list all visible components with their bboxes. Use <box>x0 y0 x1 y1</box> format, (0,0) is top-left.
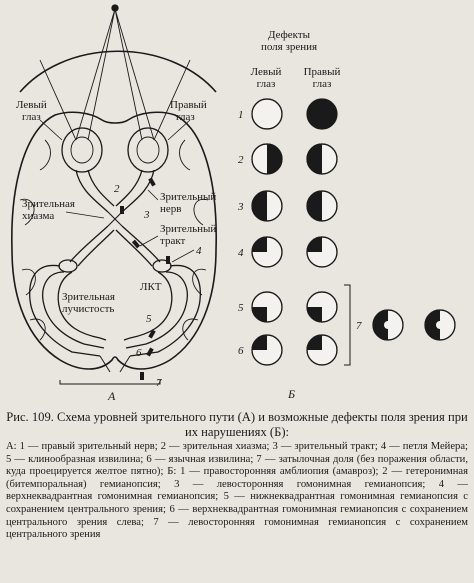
field-right-eye-row-5 <box>306 291 338 323</box>
field-left-eye-row-7 <box>372 309 404 341</box>
figure-caption: Рис. 109. Схема уровней зрительного пути… <box>6 410 468 542</box>
field-left-eye-row-5 <box>251 291 283 323</box>
row-number-7: 7 <box>356 320 362 332</box>
caption-title: Рис. 109. Схема уровней зрительного пути… <box>6 410 468 439</box>
row-number-1: 1 <box>238 109 244 121</box>
marker-5: 5 <box>146 313 152 325</box>
field-left-eye-row-6 <box>251 334 283 366</box>
right-eyeball <box>127 127 169 173</box>
row-number-3: 3 <box>237 201 244 213</box>
panel-a-letter: А <box>107 389 116 403</box>
row-number-4: 4 <box>238 247 244 259</box>
row-number-5: 5 <box>238 302 244 314</box>
marker-7: 7 <box>156 377 162 389</box>
defect-grid: 1 2 3 4 5 6 7 <box>237 98 456 366</box>
field-right-eye-row-4 <box>306 236 338 268</box>
left-eyeball <box>61 127 103 173</box>
row-number-6: 6 <box>238 345 244 357</box>
marker-6: 6 <box>136 347 142 359</box>
lesion-markers <box>120 177 170 380</box>
marker-4: 4 <box>196 245 202 257</box>
field-right-eye-row-3 <box>306 190 338 222</box>
field-right-eye-row-6 <box>306 334 338 366</box>
caption-body: А: 1 — правый зрительный нерв; 2 — зрите… <box>6 441 468 541</box>
field-left-eye-row-1 <box>251 98 283 130</box>
brain-schematic <box>11 4 217 385</box>
visual-field-arc <box>19 50 217 93</box>
row-number-2: 2 <box>238 154 244 166</box>
field-right-eye-row-1 <box>306 98 338 130</box>
panel-b-letter: Б <box>287 387 295 401</box>
field-left-eye-row-3 <box>251 190 283 222</box>
field-right-eye-row-2 <box>306 143 338 175</box>
field-right-eye-row-7 <box>424 309 456 341</box>
label-lgn: ЛКТ <box>140 281 162 293</box>
field-left-eye-row-2 <box>251 143 283 175</box>
brain-outline <box>11 111 217 370</box>
field-left-eye-row-4 <box>251 236 283 268</box>
marker-3: 3 <box>143 209 150 221</box>
marker-2: 2 <box>114 183 120 195</box>
